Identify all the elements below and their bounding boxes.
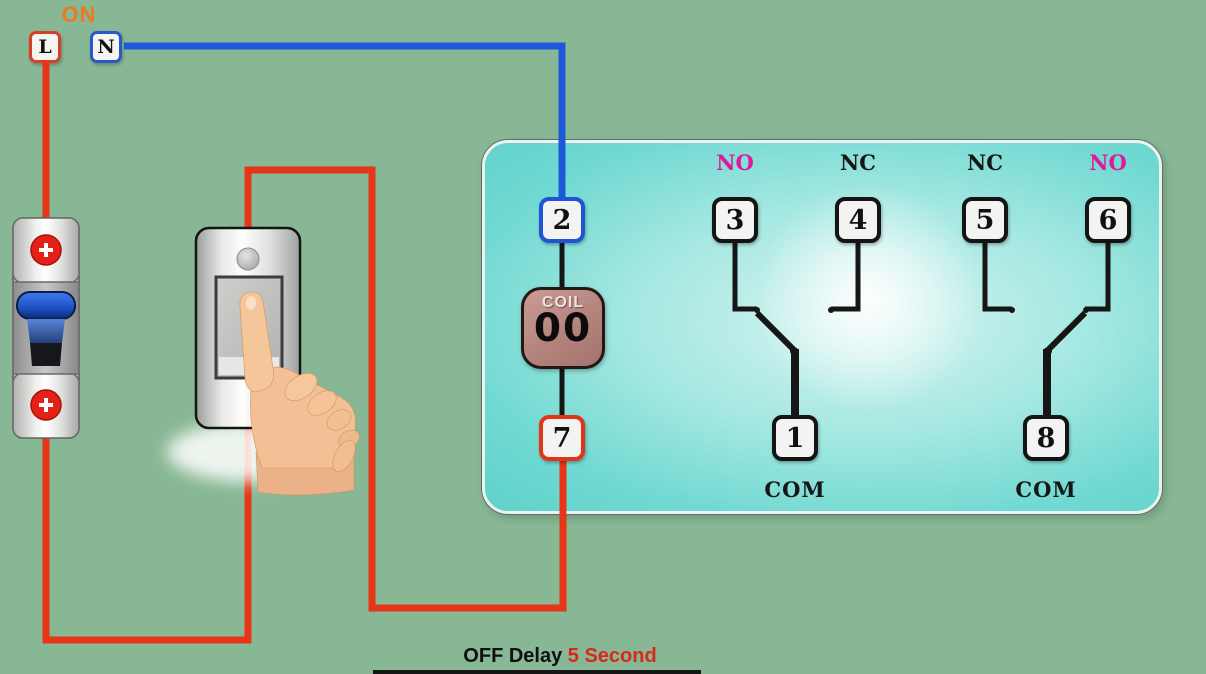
relay-coil: COIL 00 (521, 287, 605, 369)
relay-terminal-1: 1 (772, 415, 818, 461)
terminal-2-label: 2 (552, 204, 572, 236)
hand-cursor (239, 291, 360, 496)
coil-timer-value: 00 (533, 306, 593, 351)
screw-icon (236, 247, 260, 271)
live-terminal: L (29, 31, 61, 63)
caption: OFF Delay 5 Second (420, 645, 700, 668)
video-progress-bar (373, 670, 701, 674)
neutral-terminal-label: N (97, 36, 115, 58)
contact-type-nc-5: NC (967, 150, 1003, 175)
relay-terminal-3: 3 (712, 197, 758, 243)
relay-terminal-2: 2 (539, 197, 585, 243)
caption-highlight: 5 Second (567, 645, 657, 667)
circuit-breaker[interactable] (12, 217, 80, 439)
relay-terminal-6: 6 (1085, 197, 1131, 243)
breaker-toggle[interactable] (16, 291, 76, 366)
push-button-switch[interactable] (167, 226, 337, 482)
push-button-actuator[interactable] (214, 275, 284, 380)
relay-terminal-4: 4 (835, 197, 881, 243)
terminal-3-label: 3 (725, 204, 745, 236)
terminal-7-label: 7 (552, 422, 572, 454)
com-label-left: COM (764, 477, 826, 502)
live-terminal-label: L (38, 36, 52, 58)
terminal-8-label: 8 (1036, 422, 1056, 454)
terminal-4-label: 4 (848, 204, 868, 236)
breaker-on-indicator: ON (61, 2, 97, 27)
com-label-right: COM (1015, 477, 1077, 502)
terminal-1-label: 1 (785, 422, 805, 454)
relay-terminal-5: 5 (962, 197, 1008, 243)
relay-terminal-8: 8 (1023, 415, 1069, 461)
relay-terminal-7: 7 (539, 415, 585, 461)
terminal-5-label: 5 (975, 204, 995, 236)
contact-type-no-6: NO (1089, 150, 1127, 175)
contact-type-nc-4: NC (840, 150, 876, 175)
terminal-6-label: 6 (1098, 204, 1118, 236)
neutral-terminal: N (90, 31, 122, 63)
caption-prefix: OFF Delay (463, 645, 563, 667)
breaker-terminal-screws (30, 234, 62, 421)
contact-type-no-3: NO (716, 150, 754, 175)
